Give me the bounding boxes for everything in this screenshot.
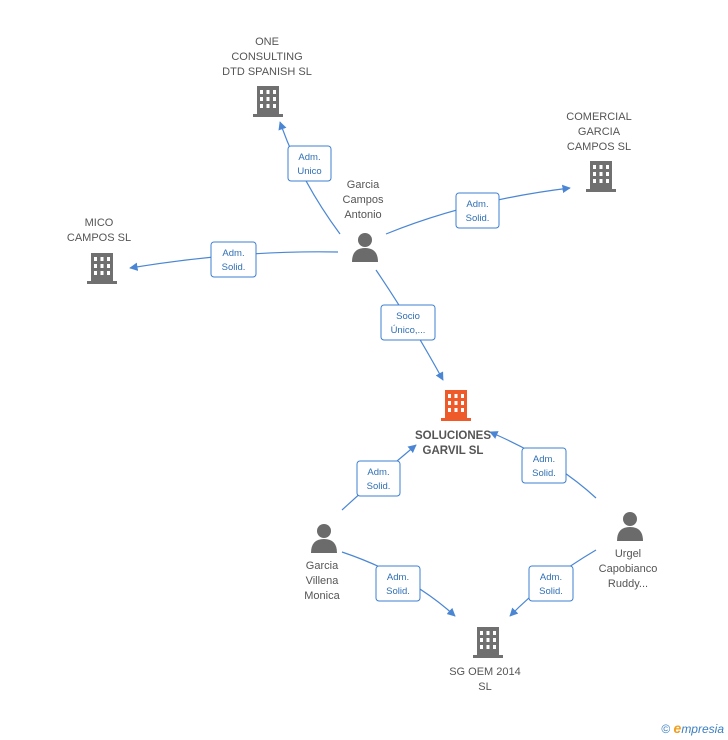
svg-text:Antonio: Antonio [344,209,381,221]
svg-text:SOLUCIONES: SOLUCIONES [415,430,491,442]
brand-name: mpresia [681,722,724,736]
svg-text:Adm.: Adm. [298,152,320,163]
svg-text:Garcia: Garcia [306,560,339,572]
copyright-symbol: © [661,722,671,736]
svg-text:Solid.: Solid. [539,586,563,597]
building-icon [87,253,117,284]
edge-label-e4[interactable]: Socio Único,... [380,304,436,341]
footer-brand: © empresia [661,720,724,736]
svg-text:DTD SPANISH SL: DTD SPANISH SL [222,66,312,78]
svg-text:Adm.: Adm. [387,572,409,583]
edge-label-e7[interactable]: Adm. Solid. [375,565,421,602]
svg-text:Adm.: Adm. [222,248,244,259]
svg-text:Único,...: Único,... [391,325,426,336]
node-garcia-villena[interactable]: Garcia Villena Monica [304,524,341,602]
node-soluciones-garvil[interactable]: SOLUCIONES GARVIL SL [415,390,491,457]
svg-text:Solid.: Solid. [367,481,391,492]
node-sg-oem[interactable]: SG OEM 2014 SL [449,627,521,693]
building-icon [586,161,616,192]
svg-text:Solid.: Solid. [532,468,556,479]
building-icon [441,390,471,421]
edge-label-e3[interactable]: Adm. Solid. [210,241,257,278]
person-icon [352,233,378,262]
svg-text:MICO: MICO [85,217,114,229]
edge-label-e1[interactable]: Adm. Unico [287,145,332,182]
node-urgel[interactable]: Urgel Capobianco Ruddy... [599,512,658,590]
svg-text:SG OEM 2014: SG OEM 2014 [449,666,521,678]
node-garcia-campos[interactable]: Garcia Campos Antonio [343,179,384,262]
building-icon [253,86,283,117]
svg-text:Adm.: Adm. [540,572,562,583]
svg-text:CAMPOS SL: CAMPOS SL [67,232,131,244]
svg-text:CONSULTING: CONSULTING [231,51,302,63]
svg-text:Monica: Monica [304,590,340,602]
svg-text:GARVIL SL: GARVIL SL [423,445,484,457]
svg-text:Adm.: Adm. [533,454,555,465]
svg-text:Ruddy...: Ruddy... [608,578,648,590]
svg-text:Villena: Villena [306,575,340,587]
svg-text:Adm.: Adm. [367,467,389,478]
svg-text:Socio: Socio [396,311,420,322]
svg-text:Garcia: Garcia [347,179,380,191]
svg-text:Campos: Campos [343,194,384,206]
svg-text:Solid.: Solid. [222,262,246,273]
svg-text:ONE: ONE [255,36,279,48]
svg-text:SL: SL [478,681,491,693]
edge-label-e6[interactable]: Adm. Solid. [521,447,567,484]
edge-label-e2[interactable]: Adm. Solid. [455,192,500,229]
svg-text:COMERCIAL: COMERCIAL [566,111,631,123]
person-icon [617,512,643,541]
svg-text:Solid.: Solid. [386,586,410,597]
building-icon [473,627,503,658]
svg-text:CAMPOS SL: CAMPOS SL [567,141,631,153]
node-mico-campos[interactable]: MICO CAMPOS SL [67,217,131,284]
person-icon [311,524,337,553]
svg-text:Solid.: Solid. [466,213,490,224]
node-comercial-garcia[interactable]: COMERCIAL GARCIA CAMPOS SL [566,111,632,192]
svg-text:Adm.: Adm. [466,199,488,210]
brand-initial: e [673,720,682,736]
svg-text:GARCIA: GARCIA [578,126,621,138]
svg-text:Urgel: Urgel [615,548,641,560]
edge-label-e8[interactable]: Adm. Solid. [528,565,574,602]
svg-text:Unico: Unico [297,166,321,177]
svg-text:Capobianco: Capobianco [599,563,658,575]
node-one-consulting[interactable]: ONE CONSULTING DTD SPANISH SL [222,36,312,117]
edge-label-e5[interactable]: Adm. Solid. [356,460,401,497]
